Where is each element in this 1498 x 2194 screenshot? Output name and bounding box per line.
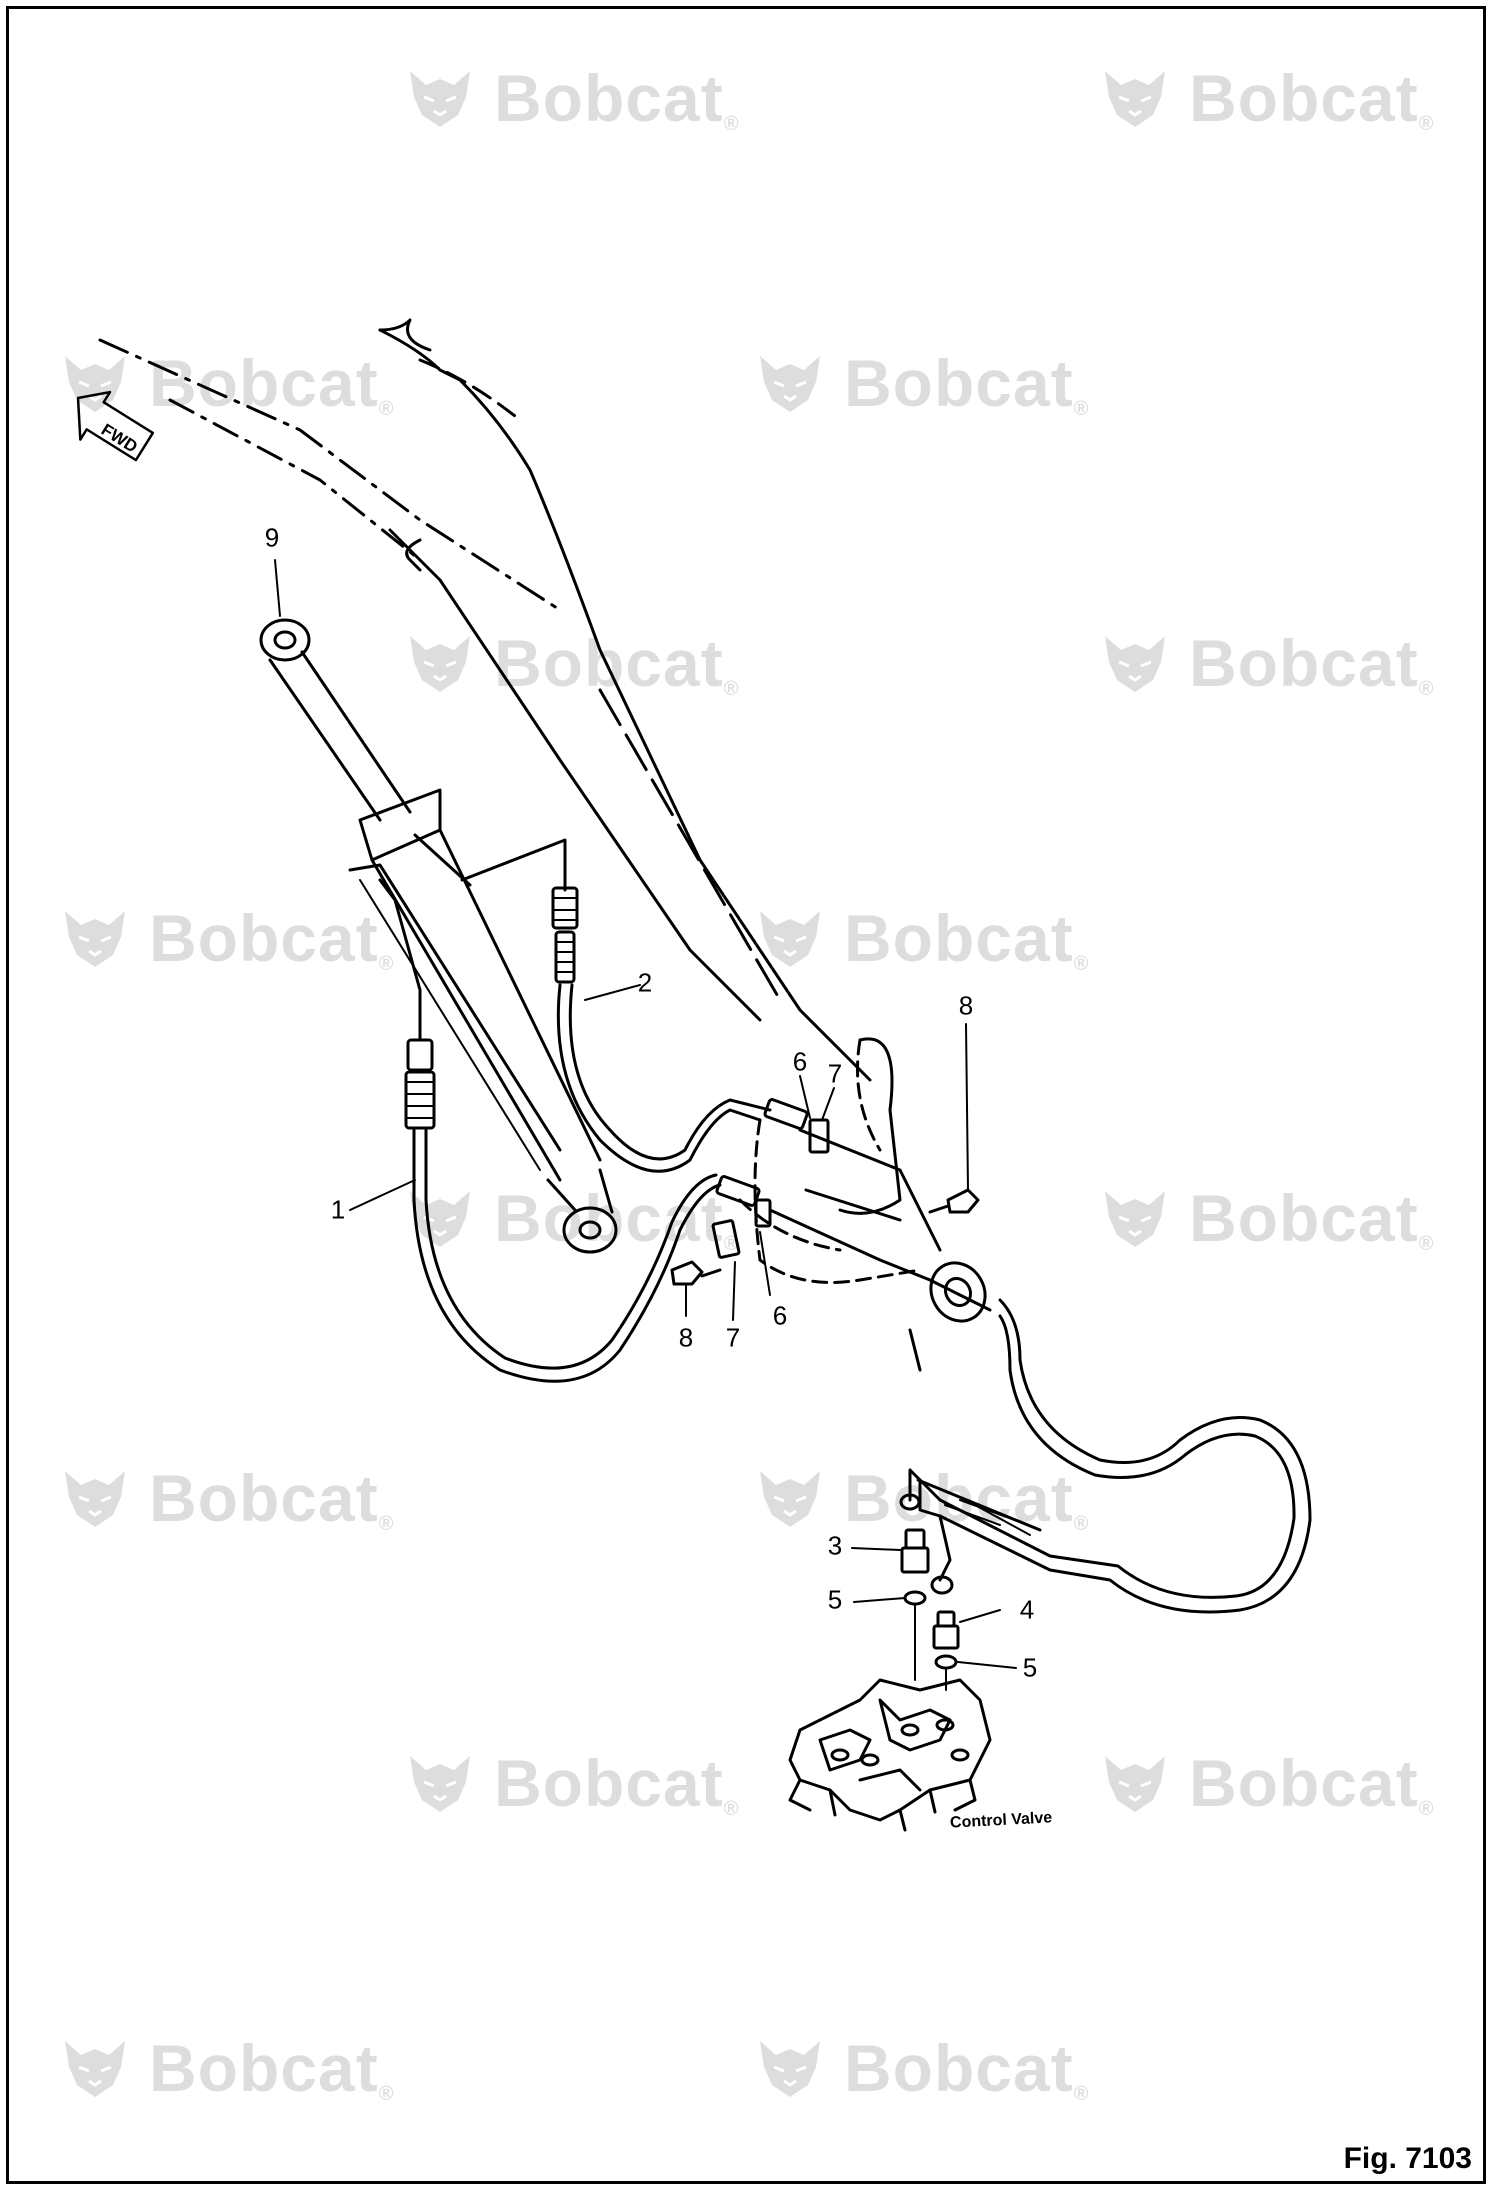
callout-8-upper: 8 — [958, 990, 974, 1021]
callout-9: 9 — [264, 522, 280, 553]
callout-7-lower: 7 — [725, 1322, 741, 1353]
sheet-border — [6, 6, 1486, 2184]
hose-2 — [460, 838, 772, 1173]
boom-cylinder — [259, 618, 618, 1254]
swivel-and-long-hose — [899, 1261, 1312, 1614]
callout-8-lower: 8 — [678, 1322, 694, 1353]
bolts — [670, 1188, 980, 1286]
callout-6-upper: 6 — [792, 1046, 808, 1077]
callout-4: 4 — [1019, 1594, 1035, 1625]
leader-lines — [274, 559, 1017, 1669]
control-valve-body — [788, 1678, 992, 1832]
callout-6-lower: 6 — [772, 1300, 788, 1331]
figure-label: Fig. 7103 — [1343, 2142, 1472, 2175]
callout-1: 1 — [330, 1194, 346, 1225]
fwd-arrow-shape — [76, 390, 155, 462]
hose-1 — [378, 878, 722, 1383]
boom-outline — [98, 318, 922, 1372]
callout-3: 3 — [827, 1530, 843, 1561]
valve-fittings — [900, 1528, 960, 1691]
callout-5-lower: 5 — [1022, 1652, 1038, 1683]
callout-2: 2 — [637, 967, 653, 998]
callout-5-upper: 5 — [827, 1584, 843, 1615]
center-fittings — [711, 1098, 942, 1282]
callout-7-upper: 7 — [827, 1058, 843, 1089]
